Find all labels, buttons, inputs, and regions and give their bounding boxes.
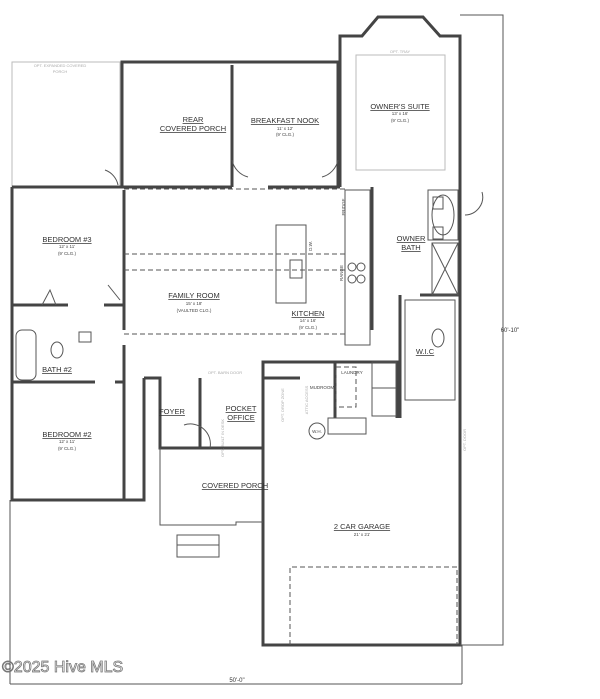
bath-walls bbox=[12, 303, 124, 384]
door-swings bbox=[41, 159, 484, 449]
wic-shelving bbox=[404, 299, 456, 401]
vanity-sink-icon bbox=[432, 226, 444, 240]
opt-barn-door-label: OPT. BARN DOOR bbox=[208, 370, 242, 375]
burner-icon bbox=[356, 274, 366, 284]
burner-icon bbox=[347, 274, 357, 284]
sink-icon bbox=[78, 331, 92, 343]
kitchen-counter bbox=[344, 189, 371, 346]
owner-bath-label-2: BATH bbox=[401, 243, 420, 252]
family-room-size: 15' x 18' bbox=[186, 301, 203, 306]
bedroom3-ceiling: (9' CLG.) bbox=[58, 251, 77, 256]
opt-drop-zone-label: OPT. DROP ZONE bbox=[280, 388, 285, 422]
depth-dimension: 60'-10" bbox=[501, 328, 520, 334]
kitchen-island bbox=[275, 224, 307, 304]
bedroom2-ceiling: (9' CLG.) bbox=[58, 446, 77, 451]
opt-tray-outline bbox=[355, 54, 446, 171]
garage-door-outline bbox=[289, 566, 458, 645]
opt-expanded-porch-outline bbox=[11, 61, 121, 188]
bedroom2-size: 12' x 11' bbox=[59, 439, 75, 444]
wic-label: W.I.C bbox=[416, 347, 435, 356]
dw-label: D.W. bbox=[308, 241, 313, 251]
sink-icon bbox=[289, 259, 303, 279]
kitchen-size: 14' x 16' bbox=[300, 318, 317, 323]
covered-porch-label: COVERED PORCH bbox=[202, 481, 268, 490]
burner-icon bbox=[356, 262, 366, 272]
bath2-label: BATH #2 bbox=[42, 365, 72, 374]
opt-door-label: OPT. DOOR bbox=[462, 429, 467, 451]
watermark: ©2025 Hive MLS bbox=[2, 659, 123, 676]
water-heater-icon bbox=[308, 422, 326, 440]
opt-desk-label: OPT. BUILT IN DESK bbox=[220, 419, 225, 457]
owner-bath-label: OWNER bbox=[397, 234, 426, 243]
tub-icon bbox=[427, 189, 459, 241]
opt-tray-label: OPT. TRAY bbox=[390, 49, 411, 54]
dryer-icon bbox=[371, 387, 397, 417]
bedroom3-size: 12' x 11' bbox=[59, 244, 75, 249]
laundry-label: LAUNDRY bbox=[341, 370, 362, 375]
rear-porch-walls bbox=[120, 60, 340, 187]
garage-size: 21' x 21' bbox=[354, 532, 371, 537]
foyer-office-walls bbox=[144, 376, 300, 450]
bath-wic-walls bbox=[370, 187, 460, 418]
bedroom3-label: BEDROOM #3 bbox=[42, 235, 91, 244]
dimension-lines bbox=[9, 14, 504, 685]
pocket-office-label: POCKET bbox=[226, 404, 257, 413]
garage-label: 2 CAR GARAGE bbox=[334, 522, 390, 531]
vanity-sink-icon bbox=[432, 196, 444, 210]
bedroom2-label: BEDROOM #2 bbox=[42, 430, 91, 439]
shower-icon bbox=[431, 242, 459, 296]
water-heater-label: W.H. bbox=[312, 429, 322, 434]
bathtub-icon bbox=[15, 329, 37, 381]
owners-suite-label: OWNER'S SUITE bbox=[370, 102, 429, 111]
toilet-icon bbox=[431, 328, 445, 348]
toilet-icon bbox=[50, 341, 64, 359]
owners-suite-ceiling: (9' CLG.) bbox=[391, 118, 410, 123]
attic-access-label: ATTIC ACCESS bbox=[304, 385, 309, 414]
rear-porch-label: REAR bbox=[183, 115, 204, 124]
mudroom-label: MUDROOM bbox=[310, 385, 334, 390]
owners-suite-size: 13' x 16' bbox=[392, 111, 409, 116]
owner-garage-walls bbox=[261, 15, 462, 647]
covered-porch-steps bbox=[159, 448, 263, 558]
width-dimension: 50'-0" bbox=[229, 678, 244, 684]
breakfast-nook-size: 11' x 12' bbox=[277, 126, 293, 131]
fridge-label: FRIDGE bbox=[341, 198, 346, 215]
attic-access bbox=[335, 366, 357, 408]
opt-porch-label: OPT. EXPANDED COVERED bbox=[34, 63, 87, 68]
family-room-label: FAMILY ROOM bbox=[168, 291, 219, 300]
family-room-ceiling: (VAULTED CLG.) bbox=[177, 308, 212, 313]
opt-porch-label-2: PORCH bbox=[53, 69, 68, 74]
washer-icon bbox=[371, 361, 397, 389]
kitchen-ceiling: (9' CLG.) bbox=[299, 325, 318, 330]
range-label: RANGE bbox=[339, 265, 344, 281]
breakfast-nook-ceiling: (9' CLG.) bbox=[276, 132, 295, 137]
pocket-office-label-2: OFFICE bbox=[227, 413, 255, 422]
foyer-label: FOYER bbox=[159, 407, 185, 416]
rear-porch-label-2: COVERED PORCH bbox=[160, 124, 226, 133]
breakfast-nook-label: BREAKFAST NOOK bbox=[251, 116, 319, 125]
kitchen-label: KITCHEN bbox=[292, 309, 325, 318]
mud-laundry-walls bbox=[261, 360, 399, 418]
west-walls bbox=[10, 185, 340, 502]
burner-icon bbox=[347, 262, 357, 272]
garage-steps bbox=[327, 417, 367, 435]
